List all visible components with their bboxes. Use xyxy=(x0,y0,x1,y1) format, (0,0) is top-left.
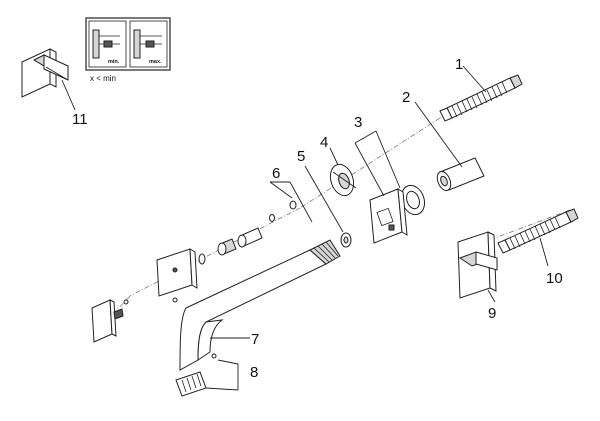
part-3-ring-and-plate xyxy=(354,130,426,244)
inset-panel-min: min. xyxy=(88,20,127,68)
callout-1: 1 xyxy=(455,56,463,73)
handle-lower-left xyxy=(91,299,129,343)
callout-10: 10 xyxy=(546,270,563,287)
inset-caption: x < min xyxy=(90,74,116,83)
callout-9: 9 xyxy=(488,305,496,322)
part-11-handle xyxy=(21,48,76,111)
callout-6: 6 xyxy=(272,165,280,182)
part-1-ribs xyxy=(451,81,508,118)
callout-5: 5 xyxy=(297,148,305,165)
installation-depth-inset: min. max. x < min xyxy=(85,17,171,83)
callout-3: 3 xyxy=(354,114,362,131)
part-8-aerator xyxy=(175,353,239,397)
inset-max-label: max. xyxy=(149,59,162,65)
part-1-cartridge xyxy=(439,65,523,122)
part-5-washer xyxy=(304,165,352,248)
part-10-ribs xyxy=(509,216,561,250)
callout-11: 11 xyxy=(72,111,88,128)
callout-labels: 1 2 3 4 5 6 7 8 9 10 11 xyxy=(72,56,563,381)
part-10-cartridge xyxy=(497,208,579,267)
part-6-fittings xyxy=(198,181,313,265)
callout-2: 2 xyxy=(402,89,410,106)
part-9-handle xyxy=(457,231,498,303)
part-4-valve-disc xyxy=(329,147,357,197)
aerator-slots xyxy=(181,373,202,393)
spout-thread xyxy=(313,241,339,263)
inset-min-label: min. xyxy=(108,59,120,65)
callout-4: 4 xyxy=(320,134,328,151)
callout-7: 7 xyxy=(251,331,259,348)
inset-panel-max: max. xyxy=(129,20,168,68)
part-7-spout xyxy=(179,239,341,371)
part-2-sleeve xyxy=(414,101,485,192)
escutcheon-plate-left xyxy=(156,248,198,303)
callout-8: 8 xyxy=(250,364,258,381)
